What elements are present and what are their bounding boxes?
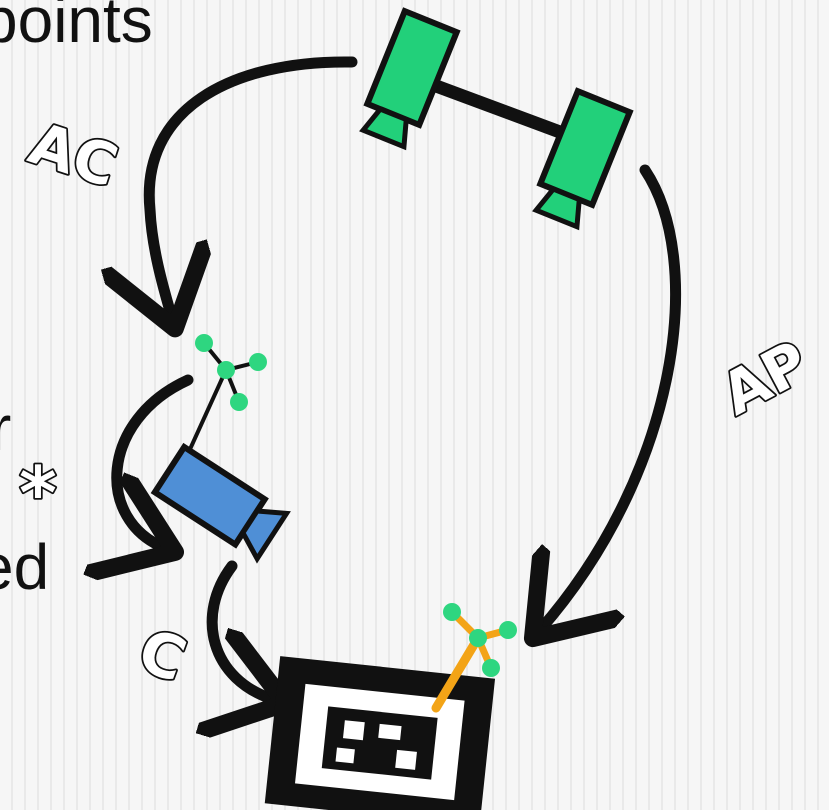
marker-code-cell — [378, 723, 402, 741]
marker-code-cell — [342, 720, 365, 741]
axis-node — [469, 629, 487, 647]
camera-frame-axes — [184, 334, 267, 459]
fiducial-marker-icon — [264, 656, 496, 810]
axis-line — [184, 369, 228, 459]
label-c: C — [129, 616, 194, 697]
camera-lens — [240, 508, 291, 564]
arrow-ac — [149, 56, 358, 318]
label-ap: AP — [710, 327, 819, 428]
camera-lens — [532, 186, 582, 231]
arrow-c — [212, 560, 275, 700]
arrow-star — [117, 374, 194, 548]
marker-frame-axes — [431, 603, 517, 713]
stereo-camera-rig-icon — [359, 7, 634, 231]
axis-node — [499, 621, 517, 639]
marker-axis — [431, 633, 483, 713]
axis-node — [230, 393, 248, 411]
arrow-ap — [540, 164, 682, 630]
marker-code — [321, 706, 438, 780]
camera-lens — [359, 106, 409, 151]
camera-icon — [150, 442, 291, 564]
axis-node — [443, 603, 461, 621]
marker-code-cell — [395, 749, 417, 770]
stereo-camera-left — [359, 7, 461, 151]
axis-node — [217, 361, 235, 379]
partial-text-line: r — [0, 392, 12, 464]
rig-bar — [417, 73, 571, 142]
label-star: * — [19, 451, 57, 535]
partial-heading-text: points — [0, 0, 153, 56]
axis-node — [482, 659, 500, 677]
marker-code-cell — [335, 747, 355, 764]
axis-node — [195, 334, 213, 352]
partial-text-line: ed — [0, 531, 50, 603]
arrows — [117, 56, 682, 700]
stereo-camera-right — [532, 87, 634, 231]
axis-node — [249, 353, 267, 371]
label-ac: AC — [21, 109, 125, 201]
